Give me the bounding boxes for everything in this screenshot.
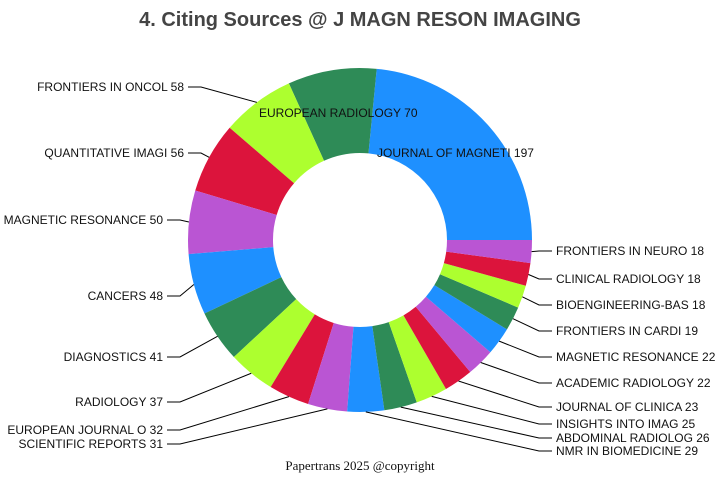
slice-label: EUROPEAN RADIOLOGY 70 — [259, 106, 418, 120]
donut-slice — [425, 285, 507, 353]
slice-label: JOURNAL OF CLINICA 23 — [556, 400, 699, 414]
donut-slice — [204, 277, 297, 357]
donut-slice — [388, 315, 446, 403]
leader-line — [400, 406, 552, 439]
leader-line — [431, 395, 552, 425]
donut-slice — [443, 251, 531, 286]
slice-label: ACADEMIC RADIOLOGY 22 — [556, 376, 711, 390]
slice-label: DIAGNOSTICS 41 — [64, 350, 164, 364]
leader-line — [531, 250, 552, 253]
donut-slice — [188, 247, 282, 314]
slice-label: SCIENTIFIC REPORTS 31 — [19, 437, 164, 451]
leader-line — [167, 372, 252, 403]
donut-slice — [270, 314, 334, 404]
slice-label: JOURNAL OF MAGNETI 197 — [377, 146, 534, 160]
slice-label: CANCERS 48 — [88, 289, 164, 303]
slice-label: CLINICAL RADIOLOGY 18 — [556, 272, 701, 286]
leader-line — [365, 411, 552, 452]
copyright-footer: Papertrans 2025 @copyright — [285, 458, 435, 473]
slice-label: MAGNETIC RESONANCE 22 — [556, 350, 716, 364]
donut-slice — [233, 299, 315, 387]
donut-slice — [415, 296, 491, 373]
donut-slice — [188, 190, 277, 255]
slice-label: INSIGHTS INTO IMAG 25 — [556, 417, 695, 431]
donut-slice — [372, 322, 417, 411]
leader-line — [188, 86, 257, 103]
donut-slice — [229, 83, 325, 184]
leader-line — [167, 219, 190, 223]
leader-line — [167, 396, 290, 431]
leader-line — [498, 340, 552, 358]
donut-slice — [434, 274, 519, 330]
leader-line — [522, 296, 552, 306]
donut-slice — [288, 68, 377, 161]
leader-line — [167, 284, 195, 297]
slice-label: NMR IN BIOMEDICINE 29 — [556, 444, 698, 458]
leader-line — [188, 152, 210, 158]
donut-slice — [368, 68, 532, 241]
chart-title: 4. Citing Sources @ J MAGN RESON IMAGING — [139, 9, 581, 31]
donut-slice — [347, 326, 385, 412]
slice-label: FRONTIERS IN NEURO 18 — [556, 244, 704, 258]
slice-label: MAGNETIC RESONANCE 50 — [4, 213, 164, 227]
donut-wedges — [188, 68, 532, 412]
slice-label: FRONTIERS IN ONCOL 58 — [37, 80, 184, 94]
leader-line — [167, 335, 218, 358]
slice-labels: JOURNAL OF MAGNETI 197 EUROPEAN RADIOLOGY… — [4, 80, 716, 458]
donut-slice — [308, 322, 354, 412]
leader-lines — [167, 86, 552, 452]
slice-label: RADIOLOGY 37 — [75, 395, 163, 409]
donut-slice — [403, 306, 471, 389]
leader-line — [480, 362, 552, 384]
slice-label: QUANTITATIVE IMAGI 56 — [44, 146, 184, 160]
donut-slice — [439, 263, 526, 308]
leader-line — [512, 318, 552, 332]
slice-label: ABDOMINAL RADIOLOG 26 — [556, 431, 710, 445]
leader-line — [167, 408, 328, 445]
donut-slice — [446, 240, 532, 264]
leader-line — [458, 380, 552, 408]
slice-label: EUROPEAN JOURNAL O 32 — [7, 423, 163, 437]
leader-line — [528, 274, 552, 280]
slice-label: FRONTIERS IN CARDI 19 — [556, 324, 698, 338]
slice-label: BIOENGINEERING-BAS 18 — [556, 298, 706, 312]
donut-slice — [195, 127, 295, 215]
